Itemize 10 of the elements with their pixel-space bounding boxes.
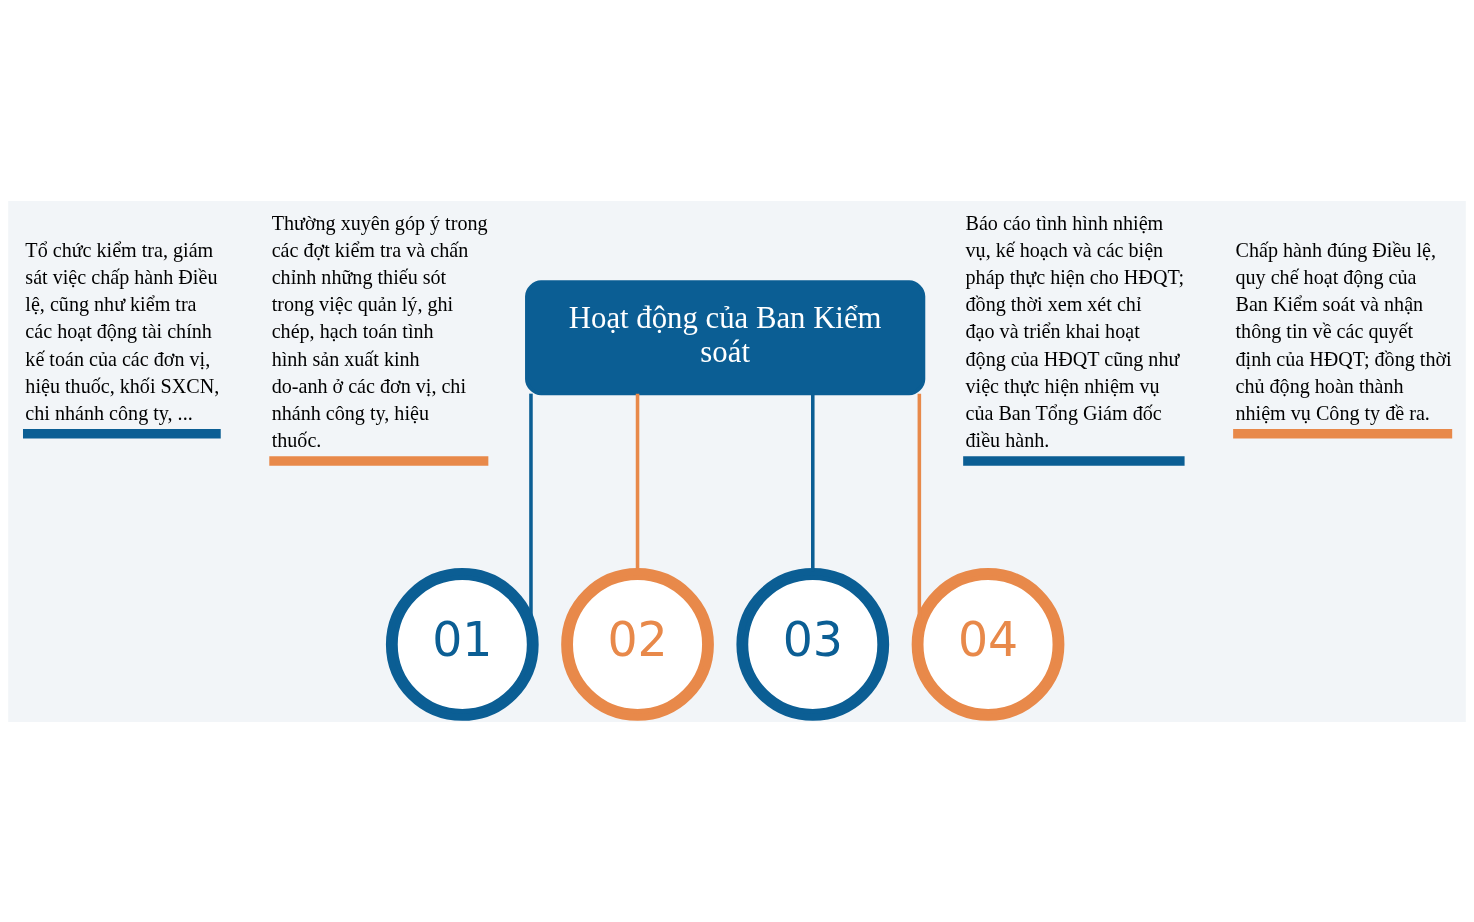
- label: Tổ chức kiểm tra, giám sát việc chấp hành Điều lệ, cũng như kiểm tra các hoạt động tài chính kế toán của các đơn vị, hiệu thuốc, khối SXCN, chi nhánh công ty, ...: [25, 238, 220, 424]
- connector: [811, 393, 815, 572]
- node-circle: 03: [736, 567, 890, 721]
- node-circle: 01: [385, 567, 539, 721]
- label: Báo cáo tình hình nhiệm vụ, kế hoạch và các biện pháp thực hiện cho HĐQT; đồng thời xem xét chỉ đạo và triển khai hoạt động của HĐQT cũng như việc thực hiện nhiệm vụ của Ban Tổng Giám đốc điều hành.: [965, 211, 1185, 451]
- node-circle: 04: [911, 567, 1065, 721]
- label: Chấp hành đúng Điều lệ, quy chế hoạt động của Ban Kiểm soát và nhận thông tin về các quyết định của HĐQT; đồng thời chủ động hoàn thành nhiệm vụ Công ty đề ra.: [1235, 238, 1452, 424]
- node-circle: 02: [561, 567, 714, 721]
- label: Thường xuyên góp ý trong các đợt kiểm tra và chấn chỉnh những thiếu sót trong việc quản lý, ghi chép, hạch toán tình hình sản xuất kinh do-anh ở các đơn vị, chi nhánh công ty, hiệu thuốc.: [271, 211, 488, 451]
- node-box: Hoạt động của Ban Kiểm soát: [525, 279, 926, 395]
